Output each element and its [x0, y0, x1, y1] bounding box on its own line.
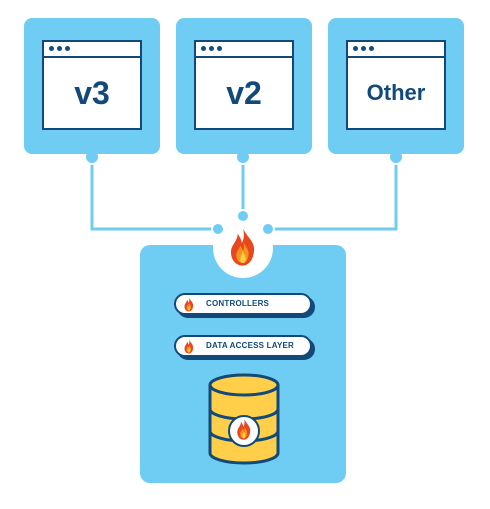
flame-logo-icon	[184, 339, 194, 354]
window-dot	[361, 46, 366, 51]
data-access-layer: DATA ACCESS LAYER	[174, 335, 312, 357]
api-version-label: Other	[366, 80, 426, 105]
browser-window-icon: v3	[42, 40, 142, 130]
window-dot	[369, 46, 374, 51]
controllers-layer: CONTROLLERS	[174, 293, 312, 315]
api-version-label: v2	[226, 74, 262, 111]
api-card-v2: v2	[176, 18, 312, 154]
window-dot	[353, 46, 358, 51]
api-card-v3: v3	[24, 18, 160, 154]
window-dot	[65, 46, 70, 51]
flame-logo-icon	[184, 297, 194, 312]
window-titlebar	[348, 42, 444, 58]
api-card-other: Other	[328, 18, 464, 154]
layer-label: CONTROLLERS	[206, 299, 270, 308]
api-version-label: v3	[74, 74, 110, 111]
layer-label: DATA ACCESS LAYER	[206, 341, 295, 350]
window-titlebar	[44, 42, 140, 58]
window-dot	[49, 46, 54, 51]
database-icon	[208, 373, 280, 465]
window-dot	[217, 46, 222, 51]
window-titlebar	[196, 42, 292, 58]
connector-v3	[90, 157, 218, 231]
connector-other	[268, 157, 398, 231]
hub-circle	[213, 218, 273, 278]
server-block: CONTROLLERS DATA ACCESS LAYER	[140, 245, 346, 483]
window-dot	[57, 46, 62, 51]
window-dot	[201, 46, 206, 51]
window-dot	[209, 46, 214, 51]
flame-logo-icon	[231, 228, 255, 266]
browser-window-icon: v2	[194, 40, 294, 130]
browser-window-icon: Other	[346, 40, 446, 130]
